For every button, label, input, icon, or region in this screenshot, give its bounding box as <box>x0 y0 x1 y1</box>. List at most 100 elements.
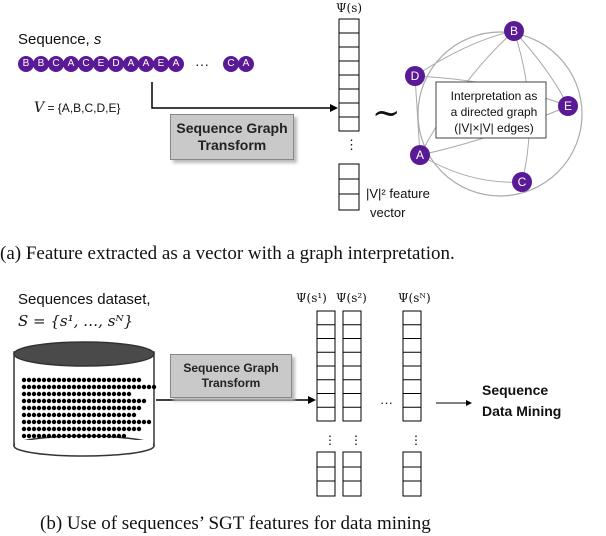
sequence-dot <box>121 391 127 397</box>
sequence-dot <box>106 377 112 383</box>
sequence-dot <box>36 398 42 404</box>
sequence-dot <box>146 419 152 425</box>
sequence-dot <box>96 391 102 397</box>
graph-node-a: A <box>410 145 430 165</box>
sequence-dot <box>136 426 142 432</box>
sequence-dot <box>21 384 27 390</box>
sequence-dot <box>136 398 142 404</box>
sgt-box-b: Sequence Graph Transform <box>170 354 292 398</box>
sequence-dot <box>46 433 52 439</box>
graph-node-e: E <box>558 96 578 116</box>
sequence-dot <box>51 391 57 397</box>
graph-note: Interpretation as a directed graph (|V|×… <box>450 89 538 135</box>
sequence-dot <box>121 398 127 404</box>
sequence-dot <box>76 391 82 397</box>
sequence-dot <box>41 419 47 425</box>
sequence-dot <box>71 426 77 432</box>
sequence-token: B <box>33 56 49 72</box>
sequence-dot <box>61 391 67 397</box>
sequence-dot <box>91 391 97 397</box>
sequence-dot <box>46 426 52 432</box>
sequence-dot <box>131 412 137 418</box>
sequence-token: A <box>63 56 79 72</box>
sequence-dot <box>31 391 37 397</box>
sequence-dot <box>46 405 52 411</box>
sequence-dot <box>116 419 122 425</box>
sequence-token: A <box>123 56 139 72</box>
sequence-dot <box>121 405 127 411</box>
sequence-dot <box>51 377 57 383</box>
sequence-dot <box>131 398 137 404</box>
sequence-token: A <box>168 56 184 72</box>
sequence-dot <box>41 391 47 397</box>
sequence-dot <box>101 391 107 397</box>
sequence-dot <box>101 405 107 411</box>
sequence-dot <box>91 384 97 390</box>
sequence-dot <box>41 384 47 390</box>
sequence-dot <box>26 398 32 404</box>
sequence-dot <box>131 426 137 432</box>
sequence-dot <box>31 412 37 418</box>
sequence-dot <box>81 419 87 425</box>
sequence-dot <box>61 398 67 404</box>
sequence-dot <box>106 433 112 439</box>
sequence-dot <box>101 419 107 425</box>
sequence-dot <box>26 377 32 383</box>
psi-s-label: Ψ(s) <box>336 1 363 15</box>
sequence-dot <box>41 426 47 432</box>
sequence-dot <box>126 419 132 425</box>
sequence-token: A <box>138 56 154 72</box>
vector-b-dots: ⋮ <box>324 433 336 447</box>
output-title-2: Data Mining <box>482 403 562 419</box>
sequence-dot <box>51 384 57 390</box>
sequence-dot <box>71 384 77 390</box>
sequence-dot <box>21 433 27 439</box>
sequence-dot <box>31 398 37 404</box>
sequence-dot <box>71 412 77 418</box>
sequence-dot <box>36 433 42 439</box>
sequence-dot <box>116 384 122 390</box>
sequence-dot <box>86 384 92 390</box>
sequence-dot <box>46 384 52 390</box>
sequence-dot <box>61 426 67 432</box>
sequence-dot <box>66 412 72 418</box>
sequence-dot <box>46 419 52 425</box>
sequence-dot <box>146 384 152 390</box>
sequence-dot <box>141 398 147 404</box>
sequence-dot <box>26 384 32 390</box>
sequence-dot <box>86 398 92 404</box>
sequence-dot <box>96 384 102 390</box>
sequence-dot <box>136 384 142 390</box>
psi-s2-label: Ψ(s²) <box>336 291 367 305</box>
sequence-dot <box>126 384 132 390</box>
sequence-dot <box>131 384 137 390</box>
feature-vector-b: ⋮ <box>342 310 362 497</box>
sequence-dot <box>81 384 87 390</box>
sequence-dot <box>56 377 62 383</box>
sequence-dot <box>126 412 132 418</box>
sequence-dot <box>81 377 87 383</box>
sequence-dot <box>96 377 102 383</box>
sequence-dot <box>66 419 72 425</box>
sequence-dot <box>86 412 92 418</box>
sequence-dot <box>71 391 77 397</box>
feature-vector-b: ⋮ <box>316 310 336 497</box>
sequence-ellipsis: ··· <box>195 56 209 72</box>
sequence-dot <box>106 391 112 397</box>
feature-vector-b: ⋮ <box>402 310 422 497</box>
sequence-dot <box>61 384 67 390</box>
sequence-dot <box>66 377 72 383</box>
sequence-dot <box>101 384 107 390</box>
sequence-dot <box>56 419 62 425</box>
sequence-title: Sequence, s <box>18 31 102 48</box>
sequence-dot <box>141 419 147 425</box>
sequence-dot <box>116 426 122 432</box>
graph-node-b: B <box>504 21 524 41</box>
sequence-dot <box>91 398 97 404</box>
feature-size-text: |V|² feature <box>366 186 430 201</box>
sequence-dot <box>51 412 57 418</box>
sequence-dot <box>121 433 127 439</box>
sequence-dot <box>111 391 117 397</box>
sequence-dot <box>56 412 62 418</box>
sequence-dot <box>86 419 92 425</box>
